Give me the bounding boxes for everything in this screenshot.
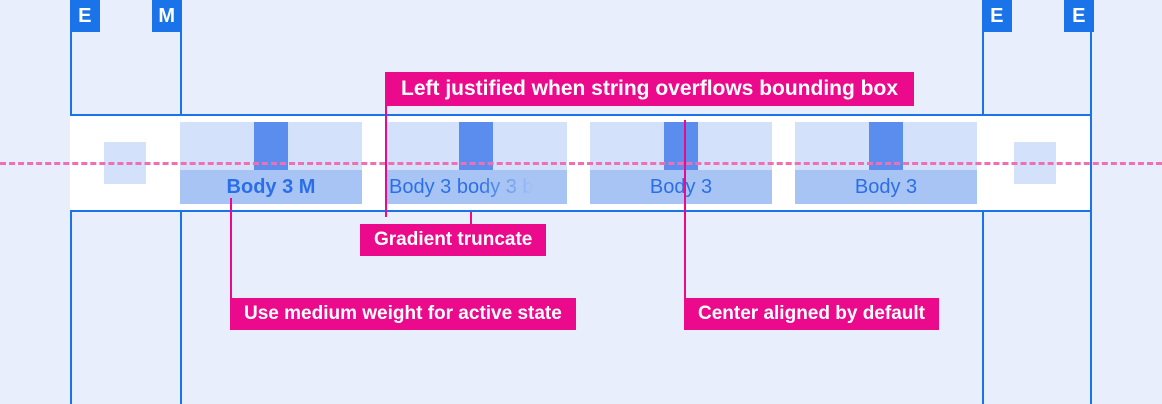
spacing-marker-e-right-2: E [1064,0,1094,32]
callout-center-aligned: Center aligned by default [684,298,939,330]
tab-label-3: Body 3 [649,175,713,198]
vertical-center-baseline [0,162,1162,165]
tab-label-4: Body 3 [854,175,918,198]
spacing-marker-e-left: E [70,0,100,32]
leader-line-overflow [385,72,387,217]
leader-line-medium-weight [230,198,232,298]
leader-line-gradient [470,212,472,234]
tab-label-container-2: Body 3 body 3 b [385,170,567,204]
spacing-marker-e-right-1: E [982,0,1012,32]
callout-overflow: Left justified when string overflows bou… [385,72,914,106]
tab-label-container-4: Body 3 [795,170,977,204]
spacing-marker-m: M [152,0,182,32]
tab-label-2: Body 3 body 3 b [389,175,534,198]
leader-line-center-aligned [684,120,686,298]
tab-label-1: Body 3 M [226,175,316,198]
callout-medium-weight: Use medium weight for active state [230,298,576,330]
tab-label-container-1: Body 3 M [180,170,362,204]
vertical-guide-4 [1090,0,1092,404]
tab-label-container-3: Body 3 [590,170,772,204]
callout-gradient: Gradient truncate [360,224,547,256]
